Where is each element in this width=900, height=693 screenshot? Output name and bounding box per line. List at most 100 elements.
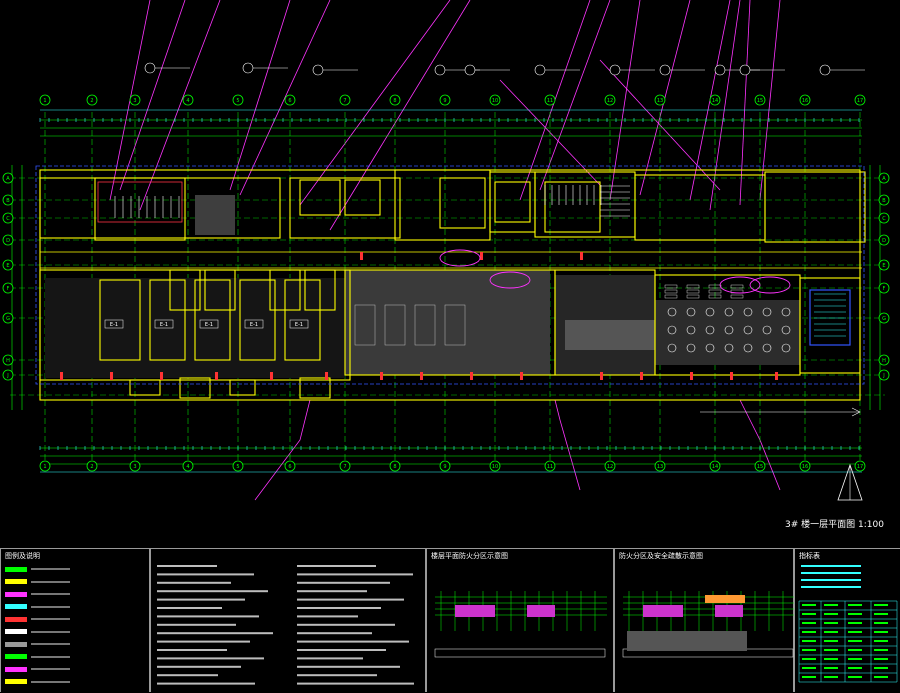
callout-bubble — [819, 64, 831, 76]
column-mark — [444, 304, 466, 346]
axis-bubble — [2, 369, 14, 381]
table-mark — [781, 325, 791, 335]
note-line — [297, 665, 400, 668]
room-tag: E-1 — [295, 322, 303, 328]
furniture-mark — [664, 294, 678, 299]
wall-outline — [94, 177, 186, 241]
note-line — [157, 607, 222, 609]
axis-bubble — [878, 369, 890, 381]
axis-bubble — [878, 354, 890, 366]
wall-outline — [394, 169, 491, 241]
table-cell-text — [824, 667, 838, 669]
table-mark — [705, 307, 715, 317]
axis-bubble-label: 6 — [288, 98, 291, 104]
axis-bubble-label: 16 — [802, 98, 808, 104]
legend-text-line — [31, 643, 70, 646]
legend-swatch — [5, 616, 27, 622]
legend-symbol-list — [5, 563, 147, 688]
leader-line — [119, 0, 186, 191]
table-mark — [781, 343, 791, 353]
furniture-mark — [664, 284, 678, 289]
note-line — [157, 581, 231, 584]
legend-title: 图例及说明 — [5, 552, 40, 560]
axis-bubble-label: 17 — [857, 98, 863, 104]
axis-bubble-label: J — [6, 373, 8, 379]
wall-outline — [634, 174, 766, 241]
leader-line — [639, 0, 691, 196]
axis-bubble — [129, 460, 141, 472]
table-mark — [743, 343, 753, 353]
axis-bubble — [754, 460, 766, 472]
table-mark — [667, 325, 677, 335]
indicator-table-panel: 指标表 — [794, 548, 900, 692]
axis-bubble-label: 2 — [90, 98, 93, 104]
axis-bubble — [654, 460, 666, 472]
note-line — [297, 682, 414, 685]
wall-outline — [344, 179, 381, 216]
axis-bubble — [878, 172, 890, 184]
legend-row — [5, 601, 147, 614]
axis-bubble — [878, 312, 890, 324]
axis-bubble — [232, 94, 244, 106]
axis-bubble-label: G — [882, 316, 886, 322]
table-cell-text — [874, 658, 888, 660]
furniture-mark — [730, 294, 744, 299]
wall-outline — [289, 177, 401, 239]
legend-swatch — [5, 604, 27, 610]
table-cell-text — [848, 631, 862, 633]
wall-outline — [204, 269, 236, 311]
axis-bubble-label: 7 — [343, 98, 346, 104]
notes-text-lines — [157, 565, 414, 685]
leader-line — [299, 0, 451, 206]
legend-row — [5, 663, 147, 676]
room-tag: E-1 — [110, 322, 118, 328]
table-cell-text — [848, 604, 862, 606]
table-mark — [686, 325, 696, 335]
axis-bubble-label: 11 — [547, 464, 553, 470]
axis-bubble — [854, 94, 866, 106]
table-cell-text — [874, 604, 888, 606]
axis-bubble — [86, 460, 98, 472]
axis-bubble-label: 10 — [492, 98, 498, 104]
note-line — [157, 640, 250, 643]
door-mark — [420, 372, 423, 380]
furniture-mark — [730, 284, 744, 289]
note-line — [157, 598, 245, 601]
axis-bubble — [604, 460, 616, 472]
axis-bubble-label: 12 — [607, 98, 613, 104]
axis-bubble-label: C — [6, 216, 10, 222]
axis-bubble-label: C — [882, 216, 886, 222]
section-arrow — [851, 407, 861, 417]
door-mark — [270, 372, 273, 380]
room-tag-box — [199, 319, 219, 329]
axis-bubble — [284, 94, 296, 106]
wall-outline — [799, 277, 861, 374]
ramp-fill — [565, 320, 655, 350]
door-mark — [480, 252, 483, 260]
section2-diagram — [622, 591, 795, 658]
legend-row — [5, 651, 147, 664]
restaurant-fill — [655, 300, 800, 365]
note-line — [297, 598, 404, 601]
callout-bubble — [659, 64, 671, 76]
legend-row — [5, 576, 147, 589]
axis-bubble — [654, 94, 666, 106]
note-line — [157, 590, 268, 593]
room-tag: E-1 — [205, 322, 213, 328]
axis-bubble-label: D — [882, 238, 886, 244]
axis-bubble — [2, 312, 14, 324]
axis-bubble — [878, 194, 890, 206]
table-text-line — [801, 565, 861, 567]
axis-bubble-label: 17 — [857, 464, 863, 470]
axis-bubble-label: 8 — [393, 98, 396, 104]
axis-bubble — [878, 282, 890, 294]
axis-bubble — [544, 460, 556, 472]
wall-outline — [129, 379, 161, 396]
wall-outline — [239, 279, 276, 361]
wall-outline — [544, 181, 601, 233]
callout-bubble — [144, 62, 156, 74]
door-mark — [110, 372, 113, 380]
wall-outline — [494, 181, 531, 223]
door-mark — [690, 372, 693, 380]
